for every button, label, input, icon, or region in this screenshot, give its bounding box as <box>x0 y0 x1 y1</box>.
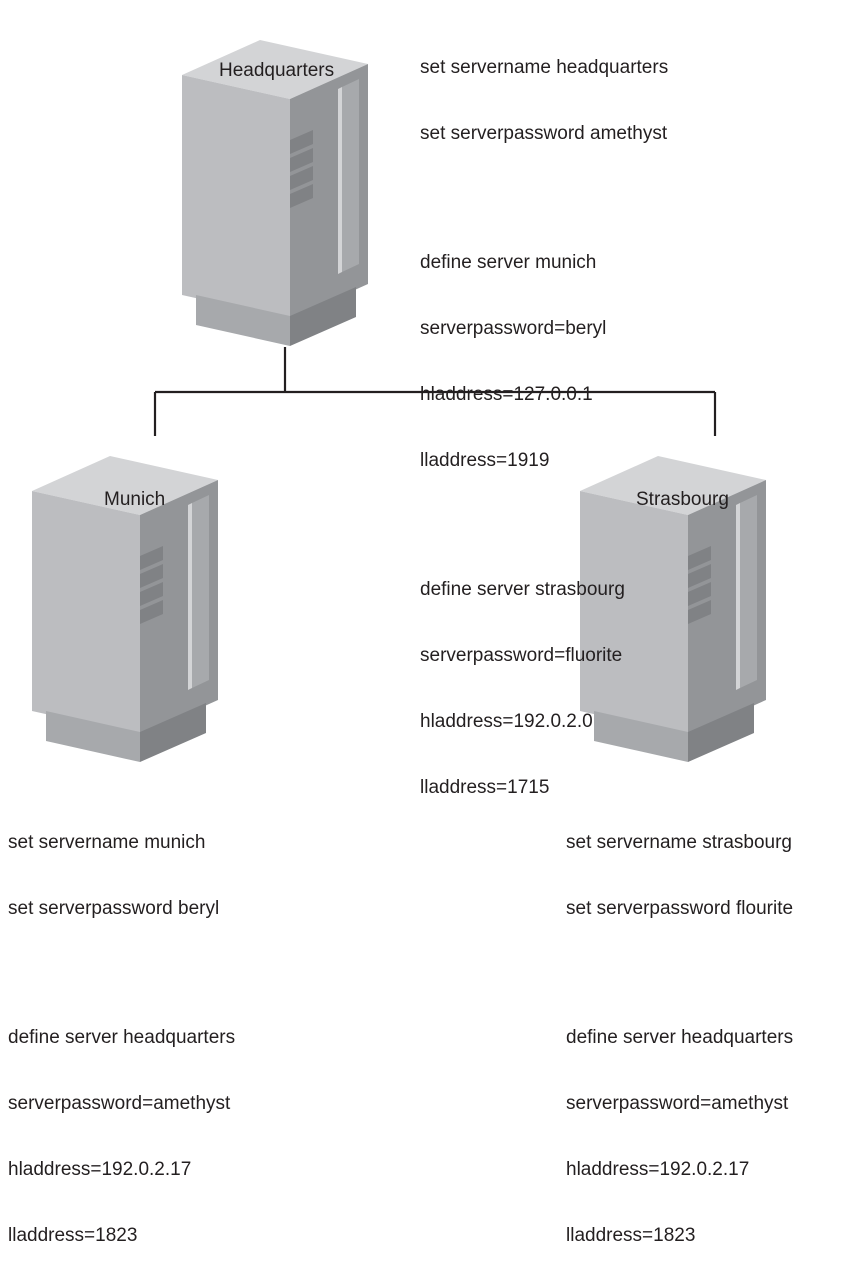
server-panel <box>740 495 757 688</box>
server-vent-slot <box>290 130 313 154</box>
config-line: lladdress=1919 <box>420 450 550 471</box>
server-vent-slot <box>290 148 313 172</box>
server-vent-slot <box>290 184 313 208</box>
server-vent-slot <box>688 546 711 570</box>
server-panel <box>192 495 209 688</box>
server-vent-slot <box>140 600 163 624</box>
config-line: serverpassword=fluorite <box>420 645 623 666</box>
config-line: hladdress=127.0.0.1 <box>420 384 593 405</box>
config-line: lladdress=1823 <box>566 1225 696 1246</box>
config-line: define server headquarters <box>8 1027 236 1048</box>
headquarters-server-label: Headquarters <box>219 60 335 81</box>
server-top-face <box>32 456 218 515</box>
config-line: serverpassword=amethyst <box>566 1093 789 1114</box>
server-front-face <box>182 75 290 319</box>
server-base-side <box>140 703 206 762</box>
server-vent-slot <box>688 582 711 606</box>
config-line: lladdress=1715 <box>420 777 550 798</box>
server-top-face <box>580 456 766 515</box>
config-line: hladdress=192.0.2.17 <box>8 1159 192 1180</box>
config-line: set serverpassword amethyst <box>420 123 668 144</box>
server-vent-slot <box>140 546 163 570</box>
server-vent-slot <box>140 564 163 588</box>
server-panel <box>342 79 359 272</box>
config-line: set serverpassword flourite <box>566 898 794 919</box>
strasbourg-config-text: set servername strasbourg set serverpass… <box>566 788 793 1269</box>
server-panel-edge <box>736 503 740 690</box>
strasbourg-server-icon[interactable] <box>580 456 766 762</box>
munich-server-icon[interactable] <box>32 456 218 762</box>
server-vent-slot <box>140 582 163 606</box>
config-line: define server headquarters <box>566 1027 794 1048</box>
config-line: set servername munich <box>8 832 206 853</box>
headquarters-server-icon[interactable] <box>182 40 368 346</box>
munich-config-text: set servername munich set serverpassword… <box>8 788 235 1269</box>
server-front-face <box>580 491 688 735</box>
server-base-front <box>196 295 290 346</box>
headquarters-config-text: set servername headquarters set serverpa… <box>420 13 668 821</box>
server-panel-edge <box>338 87 342 274</box>
server-base-side <box>688 703 754 762</box>
server-top-face <box>182 40 368 99</box>
config-line: lladdress=1823 <box>8 1225 138 1246</box>
config-line: define server munich <box>420 252 597 273</box>
munich-server-label: Munich <box>104 489 166 510</box>
server-vent-slot <box>688 600 711 624</box>
server-front-face <box>32 491 140 735</box>
config-line: define server strasbourg <box>420 579 625 600</box>
config-line: set serverpassword beryl <box>8 898 220 919</box>
server-vent-slot <box>688 564 711 588</box>
config-line: hladdress=192.0.2.0 <box>420 711 593 732</box>
server-vent-slot <box>290 166 313 190</box>
server-panel-edge <box>188 503 192 690</box>
config-line: hladdress=192.0.2.17 <box>566 1159 750 1180</box>
server-base-front <box>46 711 140 762</box>
server-base-front <box>594 711 688 762</box>
config-line: set servername headquarters <box>420 57 669 78</box>
config-line: serverpassword=beryl <box>420 318 607 339</box>
config-line: set servername strasbourg <box>566 832 792 853</box>
connection-lines <box>153 347 717 436</box>
strasbourg-server-label: Strasbourg <box>636 489 729 510</box>
server-base-side <box>290 287 356 346</box>
network-diagram <box>32 40 766 762</box>
config-line: serverpassword=amethyst <box>8 1093 231 1114</box>
